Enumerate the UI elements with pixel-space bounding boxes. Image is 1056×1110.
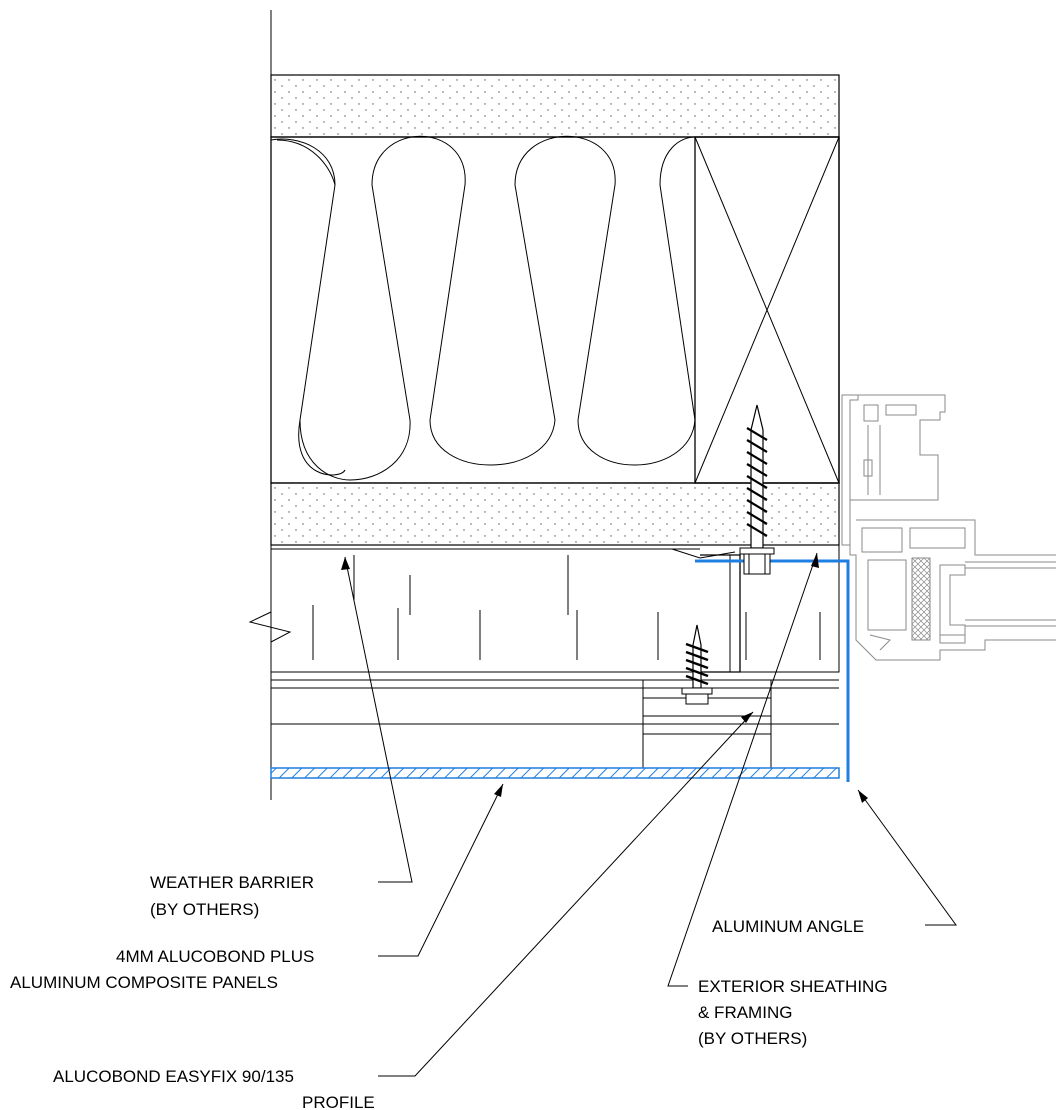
leader-profile — [378, 711, 754, 1077]
leader-angle — [857, 789, 957, 926]
label-sheathing-1: EXTERIOR SHEATHING — [698, 977, 888, 996]
window-frame — [841, 394, 1056, 661]
leader-sheathing — [667, 552, 818, 987]
label-panels-1: 4MM ALUCOBOND PLUS — [116, 947, 314, 966]
leader-lines — [344, 552, 957, 1077]
rain-screen-tick-marks — [312, 555, 821, 660]
leader-panels — [378, 783, 504, 957]
sheathing-screw-icon — [739, 404, 775, 575]
exterior-sheathing-board — [270, 482, 840, 546]
panel-layers — [271, 671, 839, 769]
batt-insulation-icon — [270, 135, 696, 481]
label-weather-barrier-2: (BY OTHERS) — [150, 900, 259, 919]
profile-screw-icon — [681, 624, 713, 705]
label-profile-2: PROFILE — [302, 1093, 375, 1110]
composite-panel — [270, 767, 840, 779]
label-panels-2: ALUMINUM COMPOSITE PANELS — [10, 973, 278, 992]
label-weather-barrier-1: WEATHER BARRIER — [150, 873, 314, 892]
label-sheathing-2: & FRAMING — [698, 1003, 792, 1022]
z-clip — [700, 554, 741, 673]
break-line-icon — [248, 611, 292, 643]
leader-weather-barrier — [344, 556, 413, 883]
stud-framing-icon — [694, 136, 840, 484]
leader-arrowheads — [341, 553, 868, 803]
label-angle: ALUMINUM ANGLE — [712, 917, 864, 936]
interior-sheathing-board — [270, 74, 840, 138]
label-sheathing-3: (BY OTHERS) — [698, 1029, 807, 1048]
label-profile-1: ALUCOBOND EASYFIX 90/135 — [53, 1067, 294, 1086]
